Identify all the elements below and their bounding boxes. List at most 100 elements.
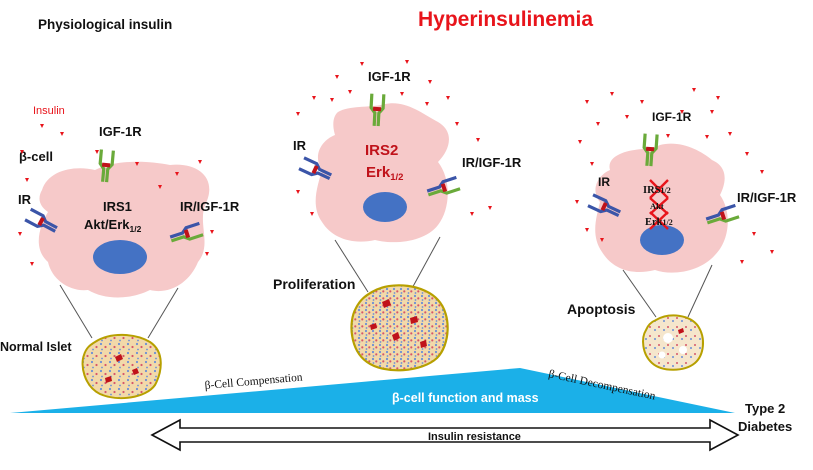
insulin-particle [710, 110, 714, 114]
islet-normal-cell-1 [115, 354, 123, 362]
insulin-particle [680, 110, 684, 114]
insulin-particles [18, 60, 774, 266]
akt-label-3: Akt [650, 201, 664, 211]
insulin-particle [745, 152, 749, 156]
insulin-particle [335, 75, 339, 79]
islet-apoptotic [642, 314, 704, 371]
islet-apoptotic-shape [642, 314, 704, 371]
zoom-line-2b [409, 236, 441, 293]
zoom-line-1b [147, 287, 179, 339]
cell-normal [23, 147, 210, 298]
erk-text-2: Erk [366, 164, 391, 181]
insulin-particle [716, 96, 720, 100]
insulin-label: Insulin [33, 105, 65, 117]
insulin-particle [740, 260, 744, 264]
insulin-particle [585, 228, 589, 232]
insulin-particle [95, 150, 99, 154]
type2-label-line2: Diabetes [738, 419, 792, 434]
irs-text-3: IRS [643, 185, 661, 196]
zoom-line-3a [622, 269, 657, 318]
insulin-particle [488, 206, 492, 210]
insulin-particle [296, 190, 300, 194]
insulin-particle [600, 238, 604, 242]
insulin-particle [400, 92, 404, 96]
insulin-particle [666, 134, 670, 138]
ir-igf1r-label-3: IR/IGF-1R [737, 190, 797, 205]
insulin-particle [575, 200, 579, 204]
irs1-label: IRS1 [103, 199, 132, 214]
ir-igf1r-label-2: IR/IGF-1R [462, 155, 522, 170]
islet-normal-cell-3 [105, 376, 112, 383]
erk-label-3: Erk1/2 [645, 217, 673, 228]
irs-subscript-3: 1/2 [661, 186, 671, 195]
insulin-resistance-label: Insulin resistance [428, 431, 521, 443]
insulin-particle [470, 212, 474, 216]
insulin-particle [476, 138, 480, 142]
islet-normal-shape [81, 333, 162, 400]
beta-cell-body-2 [315, 103, 449, 243]
beta-cell-body-1 [38, 161, 210, 298]
insulin-particle [585, 100, 589, 104]
insulin-particle [198, 160, 202, 164]
beta-cell-ramp [10, 368, 735, 413]
inhibition-x-akt [649, 197, 669, 215]
inhibition-x-irs [649, 179, 669, 199]
insulin-particle [330, 98, 334, 102]
insulin-particle [30, 262, 34, 266]
akt-erk-text: Akt/Erk [84, 217, 130, 232]
insulin-particle [210, 230, 214, 234]
insulin-particle [158, 185, 162, 189]
cell-proliferation [297, 92, 462, 293]
inhibition-x-erk [649, 211, 669, 230]
insulin-particle [752, 232, 756, 236]
islet-prolif-cell-4 [420, 340, 427, 348]
insulin-particle [25, 178, 29, 182]
insulin-particle [405, 60, 409, 64]
insulin-particle [310, 212, 314, 216]
ir-igf1r-label-1: IR/IGF-1R [180, 199, 240, 214]
normal-islet-label: Normal Islet [0, 340, 72, 354]
zoom-line-2a [334, 239, 369, 293]
insulin-particle [760, 170, 764, 174]
nucleus-2 [363, 192, 407, 222]
insulin-particle [18, 232, 22, 236]
islet-prolif-cell-2 [410, 316, 418, 324]
proliferation-label: Proliferation [273, 276, 355, 292]
insulin-particle [455, 122, 459, 126]
igf1r-label-3: IGF-1R [652, 110, 692, 124]
islet-prolif-cell-5 [370, 323, 377, 330]
ir-label-1: IR [18, 192, 32, 207]
insulin-particle [770, 250, 774, 254]
insulin-particle [425, 102, 429, 106]
zoom-line-1a [59, 284, 93, 339]
ir-label-3: IR [598, 175, 610, 189]
islet-apoptotic-hole-3 [658, 351, 666, 359]
type2-label-line1: Type 2 [745, 401, 785, 416]
igf1r-label-2: IGF-1R [368, 69, 411, 84]
insulin-resistance-arrow [150, 418, 740, 452]
islet-proliferating-shape [350, 284, 449, 372]
insulin-particle [590, 162, 594, 166]
title-hyperinsulinemia: Hyperinsulinemia [418, 8, 593, 31]
islet-normal-cell-2 [132, 368, 139, 375]
nucleus-3 [640, 225, 684, 255]
insulin-particle [205, 252, 209, 256]
islet-apoptotic-hole-1 [663, 333, 673, 343]
erk-text-3: Erk [645, 217, 663, 228]
cell-apoptosis [586, 132, 741, 318]
irs-label-3: IRS1/2 [643, 185, 671, 196]
insulin-particle [428, 80, 432, 84]
islet-apoptotic-hole-2 [679, 346, 687, 354]
insulin-particle [175, 172, 179, 176]
insulin-particle [348, 90, 352, 94]
insulin-particle [20, 150, 24, 154]
ir-label-2: IR [293, 138, 307, 153]
erk-subscript-2: 1/2 [390, 172, 403, 183]
beta-cell-label: β-cell [19, 149, 53, 164]
insulin-particle [312, 96, 316, 100]
igf1r-label-1: IGF-1R [99, 124, 142, 139]
insulin-particle [728, 132, 732, 136]
insulin-particle [596, 122, 600, 126]
islet-normal [59, 284, 179, 400]
islet-apoptotic-cell-1 [678, 328, 684, 334]
